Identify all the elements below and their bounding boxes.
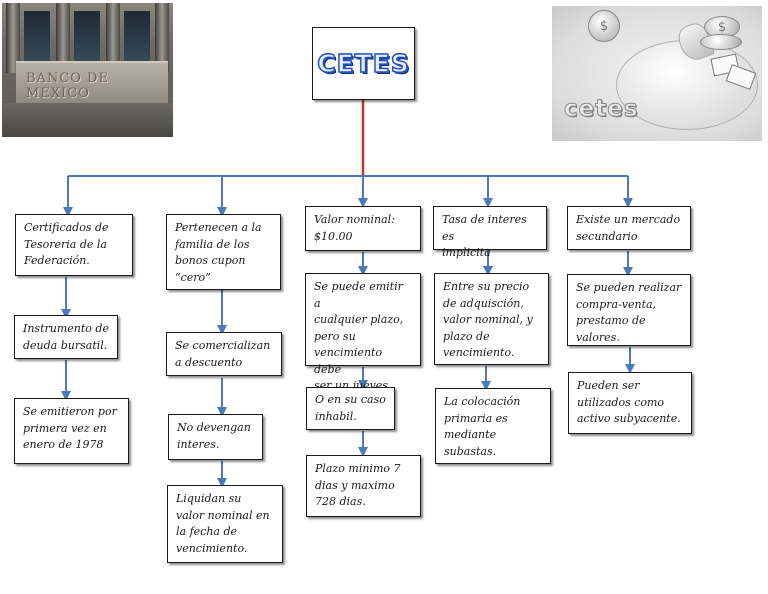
- cetes-piggy-bank-image: $ $ cetes: [552, 6, 762, 141]
- root-node-cetes: CETES: [312, 27, 415, 100]
- bank-engraving-text: BANCO DE MEXICO: [26, 71, 109, 101]
- node-col3-1: Valor nominal: $10.00: [305, 206, 421, 251]
- node-col3-2: Se puede emitir a cualquier plazo, pero …: [305, 273, 421, 392]
- node-col5-2: Se pueden realizar compra-venta, prestam…: [567, 274, 691, 346]
- banco-de-mexico-photo: BANCO DE MEXICO: [2, 3, 173, 137]
- coin-stack-base-icon: [700, 34, 742, 50]
- node-col1-2: Instrumento de deuda bursatil.: [14, 315, 118, 359]
- node-col3-4: Plazo minimo 7 dias y maximo 728 dias.: [306, 455, 421, 517]
- node-col2-4: Liquidan su valor nominal en la fecha de…: [167, 485, 283, 563]
- node-col4-2: Entre su precio de adquisción, valor nom…: [434, 273, 549, 365]
- node-col5-1: Existe un mercado secundario: [567, 206, 691, 250]
- coin-icon: $: [588, 10, 620, 42]
- node-col4-3: La colocación primaria es mediante subas…: [435, 388, 551, 464]
- node-col2-1: Pertenecen a la familia de los bonos cup…: [166, 214, 281, 290]
- node-col5-3: Pueden ser utilizados como activo subyac…: [568, 372, 692, 434]
- node-col1-3: Se emitieron por primera vez en enero de…: [14, 398, 129, 464]
- node-col1-1: Certificados de Tesoreria de la Federaci…: [15, 214, 133, 276]
- node-col4-1: Tasa de interes es implicita: [433, 206, 547, 259]
- node-col2-3: No devengan interes.: [168, 414, 263, 460]
- node-col3-3: O en su caso inhabil.: [306, 387, 395, 430]
- diagram-title: CETES: [317, 48, 410, 78]
- cetes-brand-text: cetes: [564, 96, 639, 123]
- node-col2-2: Se comercializan a descuento: [166, 332, 282, 376]
